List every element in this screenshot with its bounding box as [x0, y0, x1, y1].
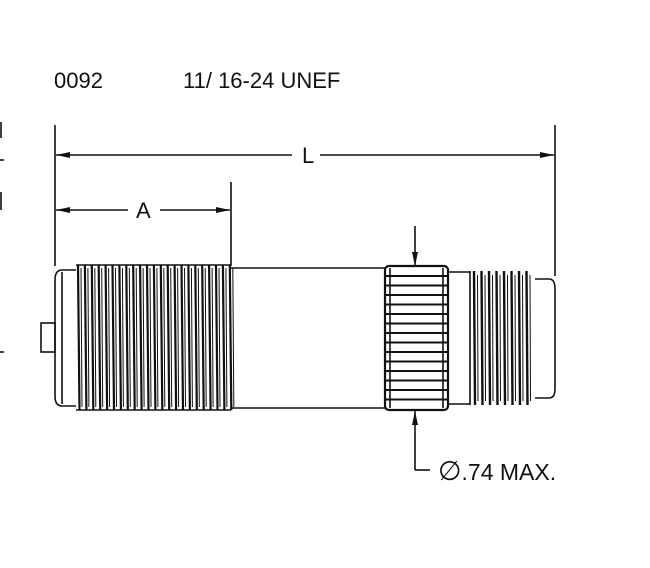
thread-line: [135, 267, 138, 408]
thread-line: [208, 264, 212, 411]
thread-line: [218, 267, 221, 408]
thread-line: [499, 274, 501, 402]
thread-line: [173, 264, 178, 411]
thread-line: [121, 267, 124, 408]
dimension-l: [54, 125, 556, 276]
knurled-coupling-nut: [383, 264, 450, 412]
thread-line: [495, 270, 499, 406]
length-label-a: A: [133, 200, 154, 222]
thread-line: [163, 267, 166, 408]
thread-line: [97, 264, 102, 411]
thread-line: [507, 274, 509, 402]
thread-line: [502, 270, 507, 406]
rear-thread: [76, 264, 235, 411]
thread-line: [142, 267, 145, 408]
thread-line: [221, 264, 226, 411]
thread-line: [139, 264, 143, 411]
thread-line: [194, 264, 198, 411]
thread-line: [492, 274, 494, 402]
thread-line: [132, 264, 136, 411]
body: [231, 267, 385, 409]
front-end: [535, 278, 556, 399]
thread-line: [180, 264, 185, 411]
thread-line: [115, 267, 117, 408]
thread-line: [76, 264, 81, 411]
front-thread: [469, 270, 531, 406]
thread-line: [225, 267, 228, 408]
thread-line: [197, 267, 200, 408]
thread-line: [108, 267, 111, 408]
thread-line: [104, 264, 109, 411]
thread-line: [204, 267, 207, 408]
thread-line: [480, 270, 484, 406]
thread-line: [487, 270, 492, 406]
rear-stub: [40, 322, 56, 353]
rear-end-cap: [54, 269, 76, 407]
cropped-edge-marks: [0, 122, 4, 353]
thread-line: [118, 264, 122, 411]
thread-line: [522, 274, 524, 402]
thread-line: [214, 264, 219, 411]
diameter-leader: [412, 226, 430, 471]
thread-spec: 11/ 16-24 UNEF: [183, 68, 341, 93]
thread-line: [87, 267, 90, 408]
thread-line: [184, 267, 186, 408]
thread-line: [510, 270, 514, 406]
thread-line: [83, 264, 88, 411]
diameter-note: ∅.74 MAX.: [438, 458, 556, 485]
thread-line: [101, 267, 104, 408]
thread-line: [477, 274, 479, 402]
thread-line: [152, 264, 157, 411]
thread-line: [201, 264, 205, 411]
thread-line: [149, 267, 152, 408]
thread-line: [525, 270, 529, 406]
thread-line: [517, 270, 522, 406]
part-number: 0092: [54, 68, 103, 93]
thread-line: [232, 267, 235, 408]
thread-line: [187, 264, 191, 411]
thread-line: [128, 267, 131, 408]
thread-line: [529, 274, 531, 402]
dimension-a: [56, 182, 232, 266]
diameter-value: .74 MAX.: [461, 459, 557, 485]
thread-line: [159, 264, 164, 411]
diameter-symbol: ∅: [438, 456, 462, 486]
thread-line: [156, 267, 159, 408]
thread-line: [125, 264, 129, 411]
thread-line: [514, 274, 516, 402]
thread-line: [80, 267, 83, 408]
length-label-l: L: [298, 145, 319, 167]
neck: [448, 271, 470, 405]
thread-line: [484, 274, 486, 402]
thread-line: [177, 267, 180, 408]
thread-line: [170, 267, 173, 408]
thread-line: [228, 264, 233, 411]
thread-line: [94, 267, 97, 408]
thread-line: [472, 270, 477, 406]
thread-line: [111, 264, 116, 411]
thread-line: [166, 264, 171, 411]
thread-line: [190, 267, 193, 408]
thread-line: [90, 264, 95, 411]
thread-line: [145, 264, 150, 411]
thread-line: [211, 267, 214, 408]
